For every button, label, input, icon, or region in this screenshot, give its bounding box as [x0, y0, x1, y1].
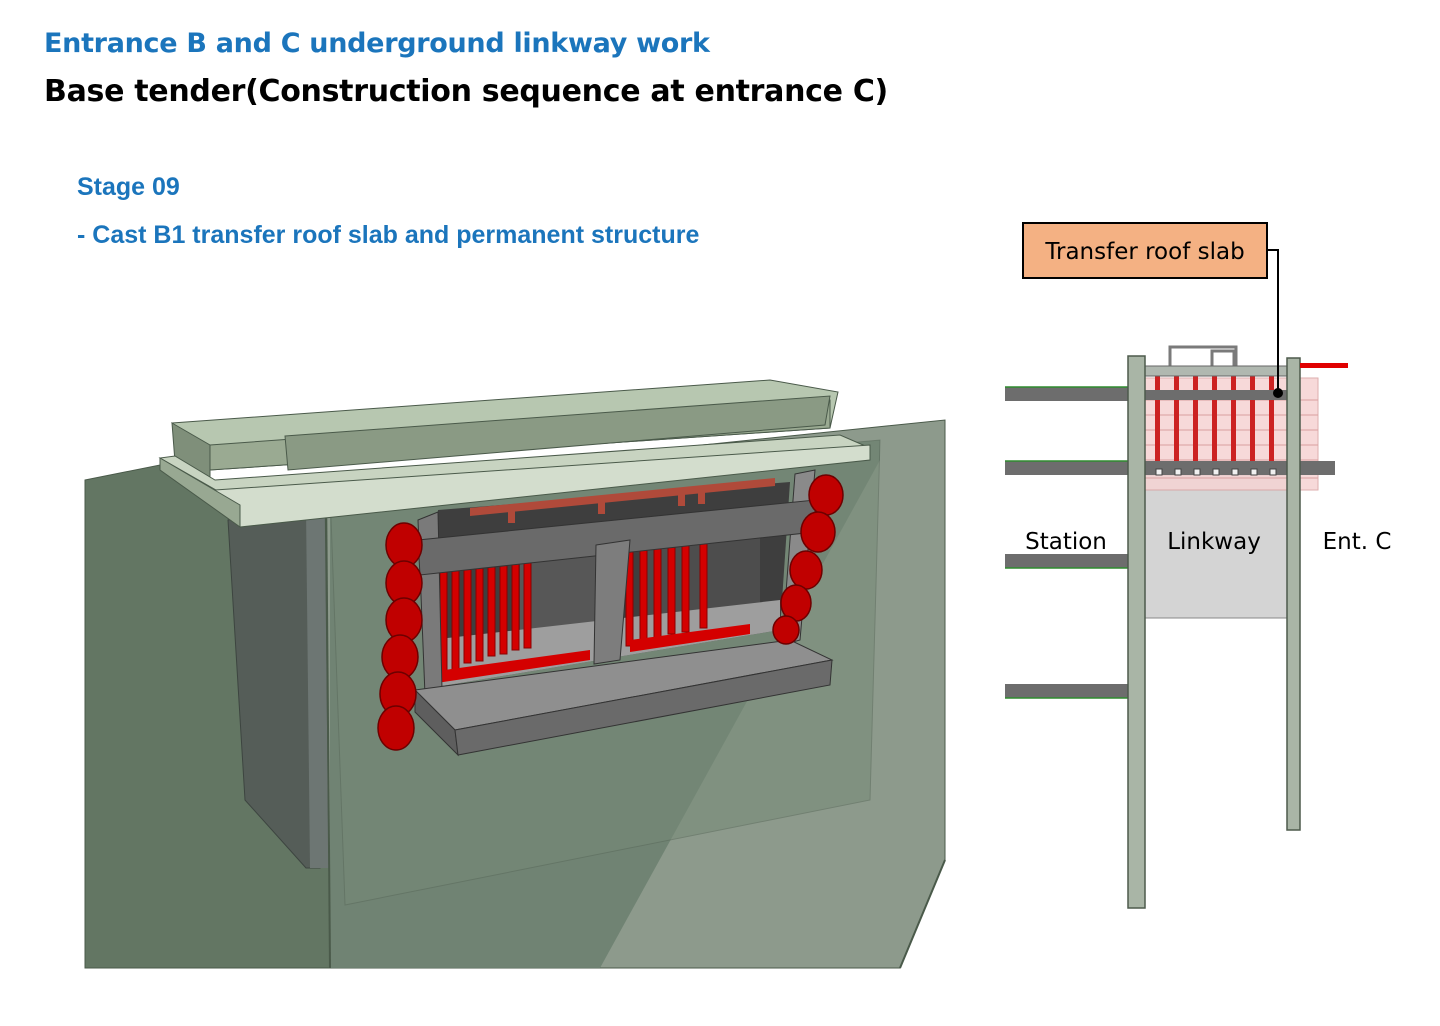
3d-model [84, 379, 946, 969]
transfer-roof-slab [1140, 390, 1300, 400]
station-slab [1005, 387, 1130, 401]
label-linkway: Linkway [1167, 529, 1261, 555]
stage-description: - Cast B1 transfer roof slab and permane… [77, 221, 700, 249]
right-diaphragm-wall [1286, 357, 1301, 831]
callout-label: Transfer roof slab [1044, 239, 1244, 265]
page-title: Entrance B and C underground linkway wor… [44, 28, 710, 59]
station-slab [1005, 554, 1130, 568]
cross-section: Transfer roof slab Station Linkway Ent. … [1005, 222, 1392, 909]
callout-box [1022, 222, 1268, 279]
label-station: Station [1025, 529, 1107, 555]
label-entrance-c: Ent. C [1323, 529, 1392, 555]
station-slab [1005, 684, 1130, 698]
stage-number: Stage 09 [77, 173, 180, 201]
page-subtitle: Base tender(Construction sequence at ent… [44, 74, 888, 109]
left-diaphragm-wall [1127, 355, 1146, 909]
station-slab [1005, 461, 1130, 475]
ground-level-marker [1300, 363, 1348, 368]
linkway-box [1144, 474, 1288, 619]
